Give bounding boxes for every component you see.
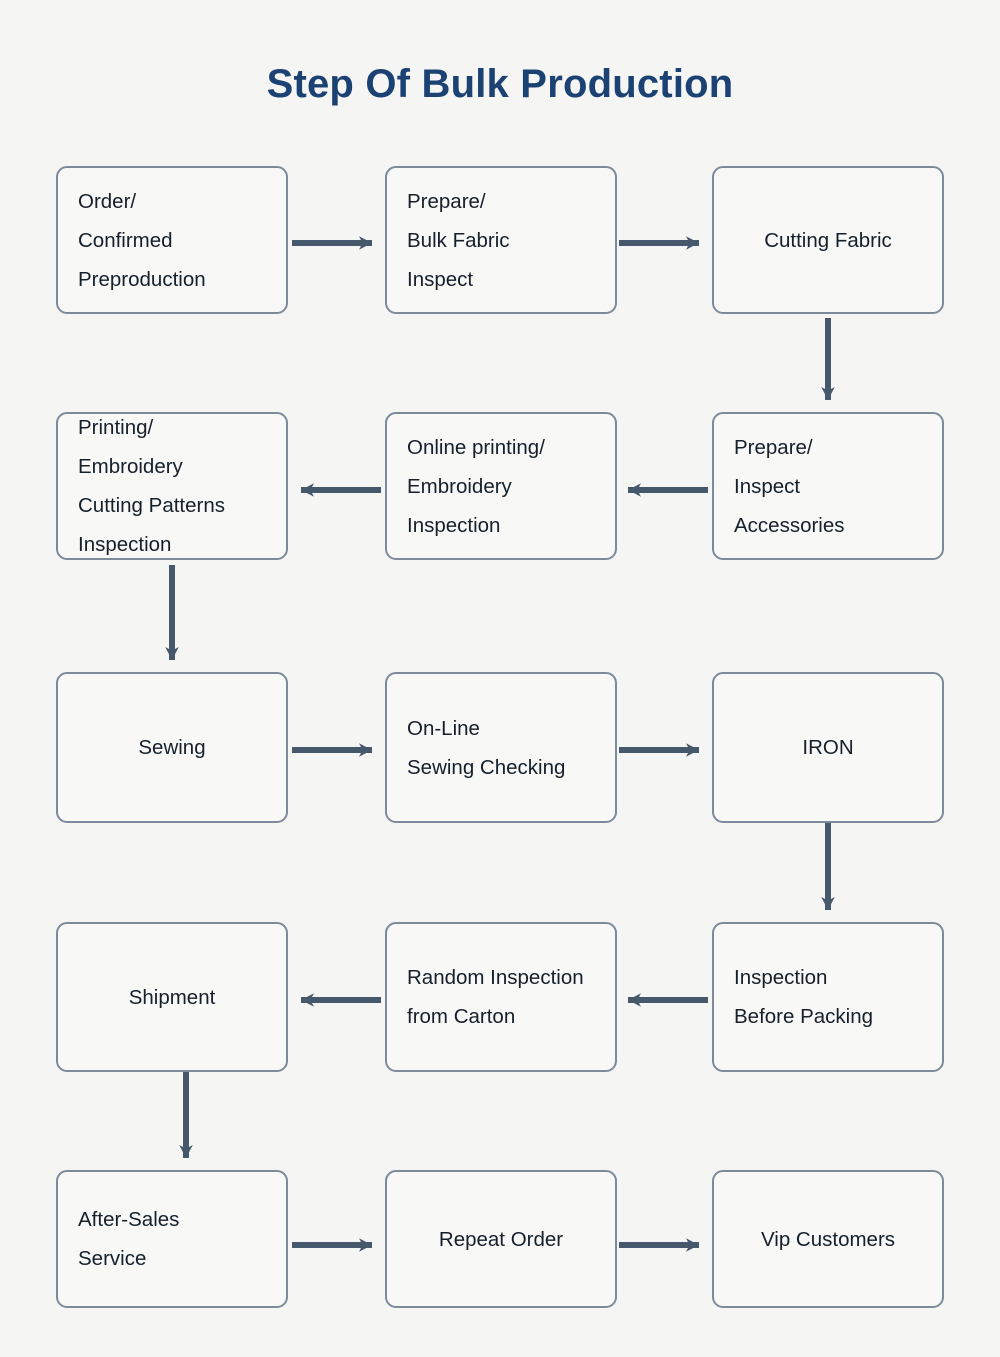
node-label: Prepare/ Inspect Accessories xyxy=(734,435,845,537)
node-label: Shipment xyxy=(128,985,216,1009)
node-shipment[interactable]: Shipment xyxy=(56,922,288,1072)
node-label: IRON xyxy=(802,736,854,759)
node-label: Prepare/ Bulk Fabric Inspect xyxy=(407,189,510,291)
node-prepare-inspect-accessories[interactable]: Prepare/ Inspect Accessories xyxy=(712,412,944,560)
node-label: Sewing xyxy=(138,736,206,759)
node-cutting-fabric[interactable]: Cutting Fabric xyxy=(712,166,944,314)
page-title: Step Of Bulk Production xyxy=(266,62,734,106)
node-online-sewing-checking[interactable]: On-Line Sewing Checking xyxy=(385,672,617,823)
node-online-printing-embroidery-inspection[interactable]: Online printing/ Embroidery Inspection xyxy=(385,412,617,560)
node-label: Inspection Before Packing xyxy=(734,966,874,1028)
node-vip-customers[interactable]: Vip Customers xyxy=(712,1170,944,1308)
node-label: Online printing/ Embroidery Inspection xyxy=(407,435,545,537)
node-iron[interactable]: IRON xyxy=(712,672,944,823)
node-label: Repeat Order xyxy=(438,1227,564,1251)
node-printing-embroidery-cutting-patterns-inspection[interactable]: Printing/ Embroidery Cutting Patterns In… xyxy=(56,412,288,560)
node-label: Cutting Fabric xyxy=(764,228,892,252)
node-label: Random Inspection from Carton xyxy=(407,966,584,1028)
node-prepare-bulk-fabric-inspect[interactable]: Prepare/ Bulk Fabric Inspect xyxy=(385,166,617,314)
node-label: Order/ Confirmed Preproduction xyxy=(78,189,206,291)
node-repeat-order[interactable]: Repeat Order xyxy=(385,1170,617,1308)
node-random-inspection-from-carton[interactable]: Random Inspection from Carton xyxy=(385,922,617,1072)
node-after-sales-service[interactable]: After-Sales Service xyxy=(56,1170,288,1308)
node-inspection-before-packing[interactable]: Inspection Before Packing xyxy=(712,922,944,1072)
node-order-confirmed-preproduction[interactable]: Order/ Confirmed Preproduction xyxy=(56,166,288,314)
node-label: After-Sales Service xyxy=(78,1208,180,1270)
node-sewing[interactable]: Sewing xyxy=(56,672,288,823)
node-label: On-Line Sewing Checking xyxy=(407,716,566,779)
node-label: Printing/ Embroidery Cutting Patterns In… xyxy=(78,416,225,556)
node-label: Vip Customers xyxy=(760,1227,896,1251)
